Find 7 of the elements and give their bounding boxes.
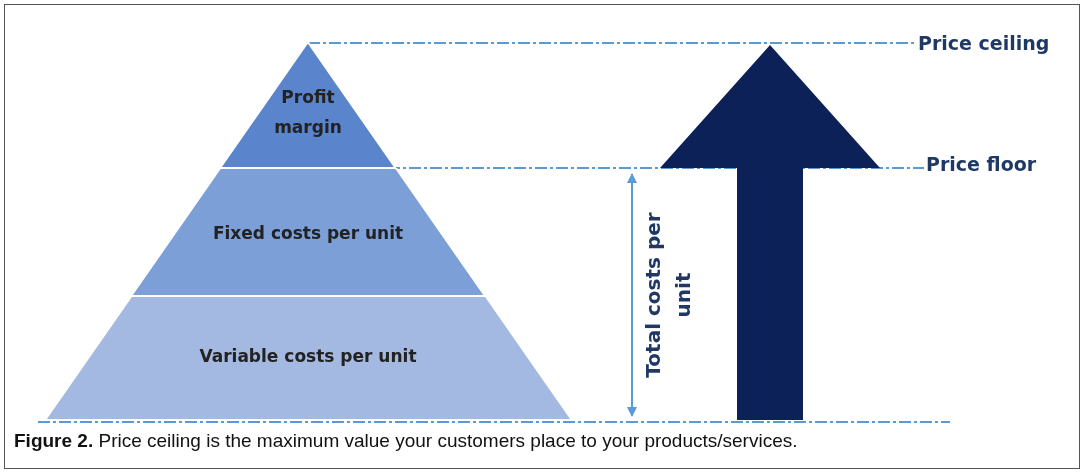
figure-caption: Figure 2. Price ceiling is the maximum value your customers place to your products/services. [14, 430, 798, 452]
price-label: Price ceiling [918, 32, 1050, 54]
price-label: Price floor [926, 153, 1037, 175]
tier-label: Fixed costs per unit [211, 222, 405, 245]
tier-label: Variable costs per unit [198, 345, 418, 368]
axis-label: Total costs per unit [640, 211, 696, 380]
tier-label: Profit margin [273, 86, 343, 139]
